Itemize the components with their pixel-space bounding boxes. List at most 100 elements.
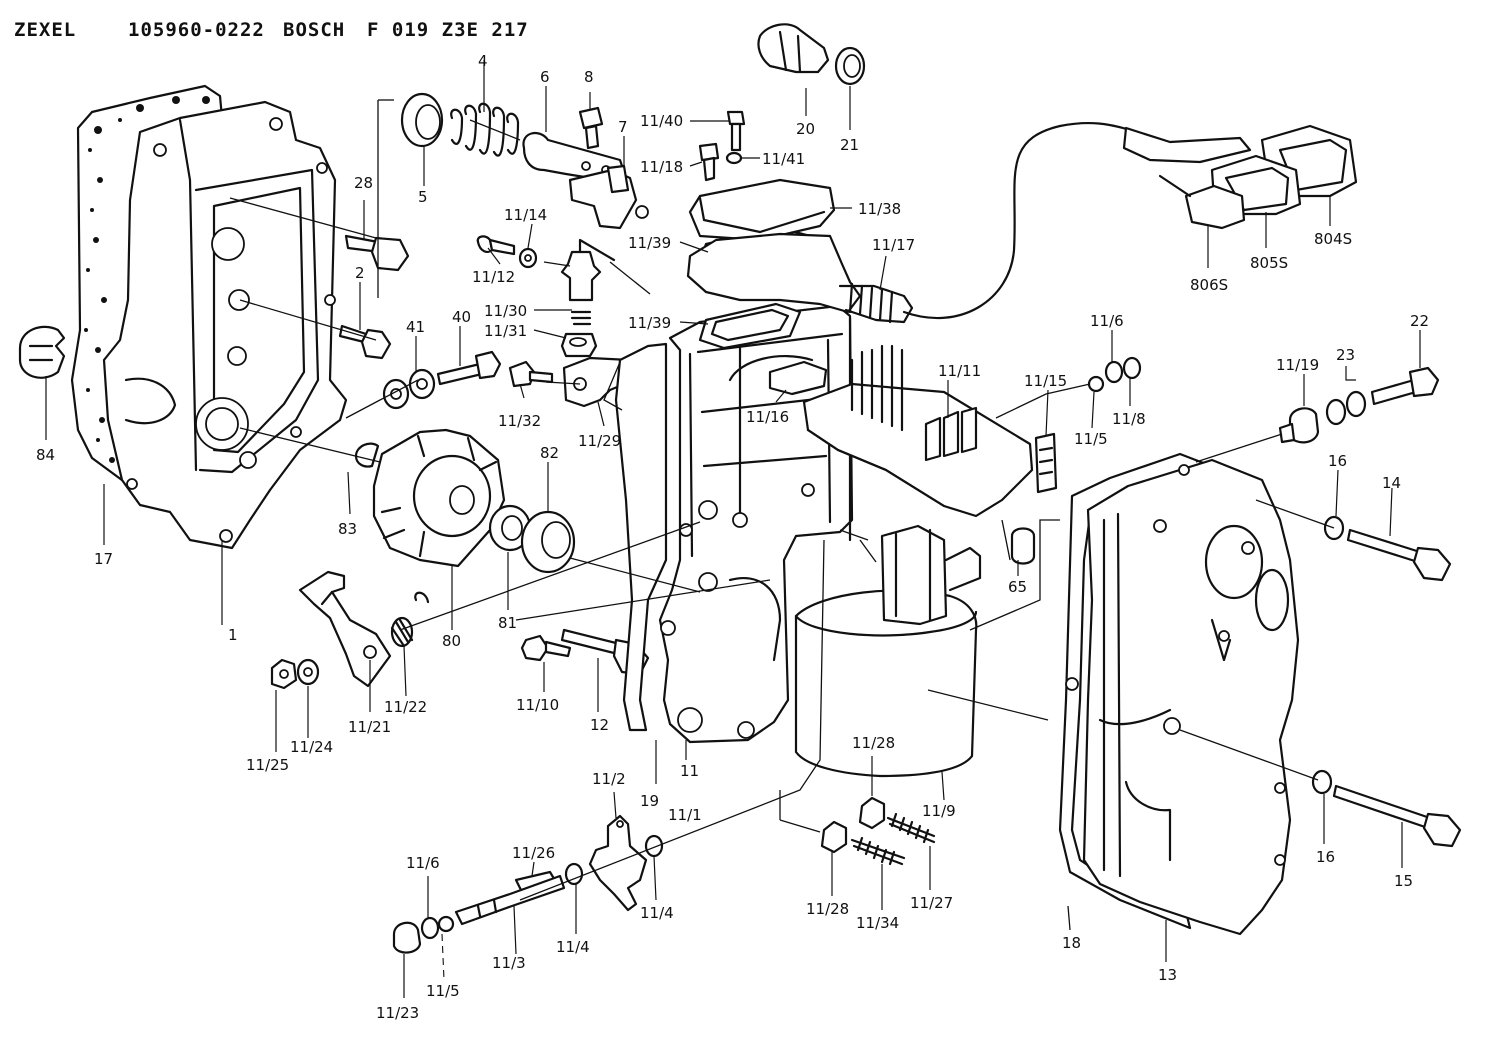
- header-brand-zexel: ZEXEL: [14, 19, 76, 41]
- part-40-bolt: [436, 350, 502, 386]
- label-11-29: 11/29: [578, 432, 621, 450]
- part-11-22-spring: [390, 591, 430, 648]
- part-8-screw: [578, 106, 604, 150]
- part-11-28-nut-lower: [820, 820, 848, 854]
- part-labels: 1 2 4 5 6 7 8 11 11/1 11/2 11/3 11/4 11/…: [36, 52, 1429, 1022]
- part-21-seal-ring: [834, 46, 866, 86]
- label-19: 19: [640, 792, 659, 810]
- part-23-washers: [1325, 390, 1367, 426]
- part-22-bolt: [1370, 366, 1440, 406]
- part-19-gasket: [614, 342, 668, 732]
- part-41-washers: [382, 368, 436, 410]
- label-11-41: 11/41: [762, 150, 805, 168]
- label-11-32: 11/32: [498, 412, 541, 430]
- label-82: 82: [540, 444, 559, 462]
- part-20-plug: [757, 23, 830, 74]
- label-6: 6: [540, 68, 550, 86]
- part-11-28-nut-upper: [858, 796, 886, 830]
- label-11-16: 11/16: [746, 408, 789, 426]
- part-11-24-washer: [296, 658, 320, 686]
- label-65: 65: [1008, 578, 1027, 596]
- label-11-9: 11/9: [922, 802, 956, 820]
- part-11-9-actuator: [794, 524, 982, 778]
- label-1: 1: [228, 626, 238, 644]
- part-806s-connector: [1158, 174, 1246, 230]
- label-16-upper: 16: [1328, 452, 1347, 470]
- label-81: 81: [498, 614, 517, 632]
- label-11-18: 11/18: [640, 158, 683, 176]
- part-11-30-valve: [560, 238, 616, 326]
- diagram-header: ZEXEL 105960-0222 BOSCH F 019 Z3E 217: [14, 19, 529, 41]
- label-21: 21: [840, 136, 859, 154]
- label-11-38: 11/38: [858, 200, 901, 218]
- label-804s: 804S: [1314, 230, 1352, 248]
- label-80: 80: [442, 632, 461, 650]
- label-11-3: 11/3: [492, 954, 526, 972]
- label-11-12: 11/12: [472, 268, 515, 286]
- label-11-28-upper: 11/28: [852, 734, 895, 752]
- part-11-14-washer: [518, 247, 538, 269]
- label-41: 41: [406, 318, 425, 336]
- label-11: 11: [680, 762, 699, 780]
- label-11-5-upper: 11/5: [1074, 430, 1108, 448]
- label-11-25: 11/25: [246, 756, 289, 774]
- part-14-bolt: [1346, 528, 1452, 582]
- label-83: 83: [338, 520, 357, 538]
- label-11-1: 11/1: [668, 806, 702, 824]
- part-2-bolt: [338, 324, 392, 360]
- label-11-19: 11/19: [1276, 356, 1319, 374]
- label-11-28-lower: 11/28: [806, 900, 849, 918]
- label-11-26: 11/26: [512, 844, 555, 862]
- label-28: 28: [354, 174, 373, 192]
- part-11-2-lever: [588, 814, 648, 912]
- header-bosch-number: F 019 Z3E 217: [367, 19, 529, 41]
- label-11-23: 11/23: [376, 1004, 419, 1022]
- label-22: 22: [1410, 312, 1429, 330]
- label-11-30: 11/30: [484, 302, 527, 320]
- part-80-flyweight-carrier: [372, 428, 506, 568]
- part-11-41-washer: [725, 151, 743, 165]
- label-805s: 805S: [1250, 254, 1288, 272]
- header-brand-bosch: BOSCH: [283, 19, 345, 41]
- label-11-27: 11/27: [910, 894, 953, 912]
- part-11-25-nut: [270, 658, 298, 690]
- part-4-spring: [450, 102, 520, 157]
- label-11-14: 11/14: [504, 206, 547, 224]
- part-11-5-ring: [1087, 375, 1105, 393]
- label-2: 2: [355, 264, 365, 282]
- part-16-washer-lower: [1311, 769, 1333, 795]
- label-11-8: 11/8: [1112, 410, 1146, 428]
- part-11-4-washer-right: [644, 834, 664, 858]
- label-11-17: 11/17: [872, 236, 915, 254]
- label-84: 84: [36, 446, 55, 464]
- assembly-guide-lines: [229, 99, 1335, 981]
- part-11-3-shaft: [454, 874, 566, 926]
- part-1-governor-housing: [102, 100, 348, 550]
- label-11-5-lower: 11/5: [426, 982, 460, 1000]
- part-11-governor-cover: [658, 296, 854, 744]
- label-11-22: 11/22: [384, 698, 427, 716]
- label-11-6-lower: 11/6: [406, 854, 440, 872]
- part-cable-harness: [902, 121, 1252, 320]
- part-11-31-nut: [560, 332, 598, 358]
- label-5: 5: [418, 188, 428, 206]
- part-11-32-screw: [508, 360, 554, 388]
- part-11-23-bush: [392, 921, 422, 954]
- part-81-washer: [488, 504, 532, 552]
- part-11-10-bolt: [520, 634, 572, 662]
- part-11-8-nut: [1122, 356, 1142, 380]
- label-11-10: 11/10: [516, 696, 559, 714]
- label-11-39-lower: 11/39: [628, 314, 671, 332]
- label-11-11: 11/11: [938, 362, 981, 380]
- part-11-15-plate: [1034, 432, 1058, 494]
- label-11-4-left: 11/4: [556, 938, 590, 956]
- part-11-6-washer-lower: [420, 916, 440, 940]
- part-65-sleeve: [1010, 527, 1036, 565]
- part-11-4-washer-left: [564, 862, 584, 886]
- label-8: 8: [584, 68, 594, 86]
- label-11-31: 11/31: [484, 322, 527, 340]
- label-leaders: [45, 60, 1421, 998]
- part-7-stop-bracket: [568, 164, 649, 230]
- part-11-38-cover: [688, 178, 836, 242]
